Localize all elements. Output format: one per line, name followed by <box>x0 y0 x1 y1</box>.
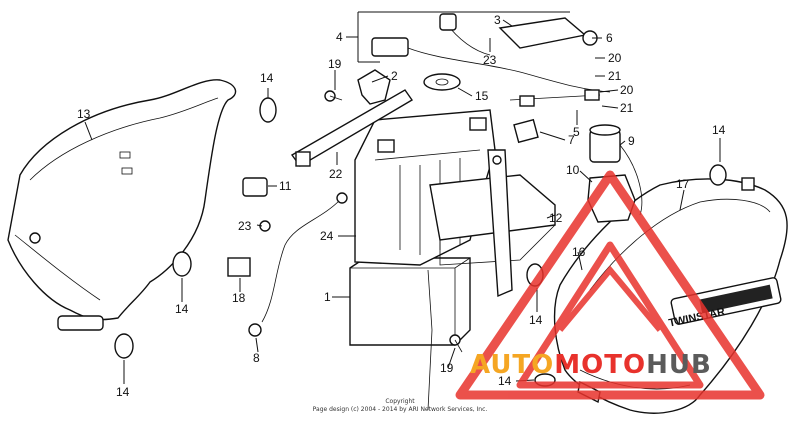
vent-tube <box>427 269 433 411</box>
bolt-19-top <box>324 90 343 102</box>
callout-13: 13 <box>77 107 91 121</box>
leader-lines <box>84 19 721 384</box>
callout-20: 20 <box>608 51 622 65</box>
grommet-14-a <box>259 97 277 123</box>
callout-14: 14 <box>712 123 726 137</box>
callout-19: 19 <box>328 57 342 71</box>
callout-20: 20 <box>620 83 634 97</box>
callout-1: 1 <box>324 290 331 304</box>
callout-24: 24 <box>320 229 334 243</box>
callout-6: 6 <box>606 31 613 45</box>
battery-box <box>349 257 471 346</box>
grommet-14-e <box>114 333 134 359</box>
callout-14: 14 <box>116 385 130 399</box>
callout-14: 14 <box>529 313 543 327</box>
callout-14: 14 <box>175 302 189 316</box>
callout-labels: 3 4 6 19 2 23 20 21 20 15 21 14 13 5 7 9… <box>77 13 726 399</box>
connector-11 <box>242 177 268 197</box>
clip-2 <box>357 69 391 105</box>
callout-21: 21 <box>620 101 634 115</box>
callout-5: 5 <box>573 125 580 139</box>
callout-21: 21 <box>608 69 622 83</box>
watermark-moto: MOTO <box>554 350 647 380</box>
callout-10: 10 <box>566 163 580 177</box>
battery-stay <box>487 149 513 298</box>
grommet-14-c <box>172 251 192 277</box>
fuse-7 <box>513 118 539 144</box>
callout-7: 7 <box>568 133 575 147</box>
caution-label <box>227 257 251 277</box>
callout-8: 8 <box>253 351 260 365</box>
callout-14: 14 <box>260 71 274 85</box>
callout-4: 4 <box>336 30 343 44</box>
callout-23: 23 <box>483 53 497 67</box>
callout-18: 18 <box>232 291 246 305</box>
callout-2: 2 <box>391 69 398 83</box>
grommet-15 <box>423 73 461 91</box>
battery-cables <box>371 13 611 107</box>
callout-22: 22 <box>329 167 343 181</box>
copyright-line-2: Page design (c) 2004 - 2014 by ARI Netwo… <box>312 406 488 413</box>
grommet-14-b <box>709 164 727 186</box>
watermark-hub: HUB <box>646 350 712 380</box>
callout-16: 16 <box>572 245 586 259</box>
callout-15: 15 <box>475 89 489 103</box>
callout-23: 23 <box>238 219 252 233</box>
starter-relay <box>589 124 643 216</box>
side-cover-left <box>7 79 237 331</box>
bolt-19-bottom <box>449 334 463 353</box>
watermark-triangle-outer <box>455 170 765 400</box>
callout-3: 3 <box>494 13 501 27</box>
callout-12: 12 <box>549 211 563 225</box>
watermark-wordmark: AUTOMOTOHUB <box>470 350 712 380</box>
ground-cable <box>248 192 348 337</box>
callout-17: 17 <box>676 177 690 191</box>
watermark-triangle-inner <box>516 241 704 389</box>
callout-14: 14 <box>498 374 512 388</box>
copyright-line-1: Copyright <box>385 398 415 405</box>
callout-11: 11 <box>279 179 292 193</box>
battery-band <box>290 89 414 167</box>
watermark-logo <box>455 170 765 400</box>
watermark-auto: AUTO <box>470 350 555 380</box>
callout-19: 19 <box>440 361 454 375</box>
callout-9: 9 <box>628 134 635 148</box>
